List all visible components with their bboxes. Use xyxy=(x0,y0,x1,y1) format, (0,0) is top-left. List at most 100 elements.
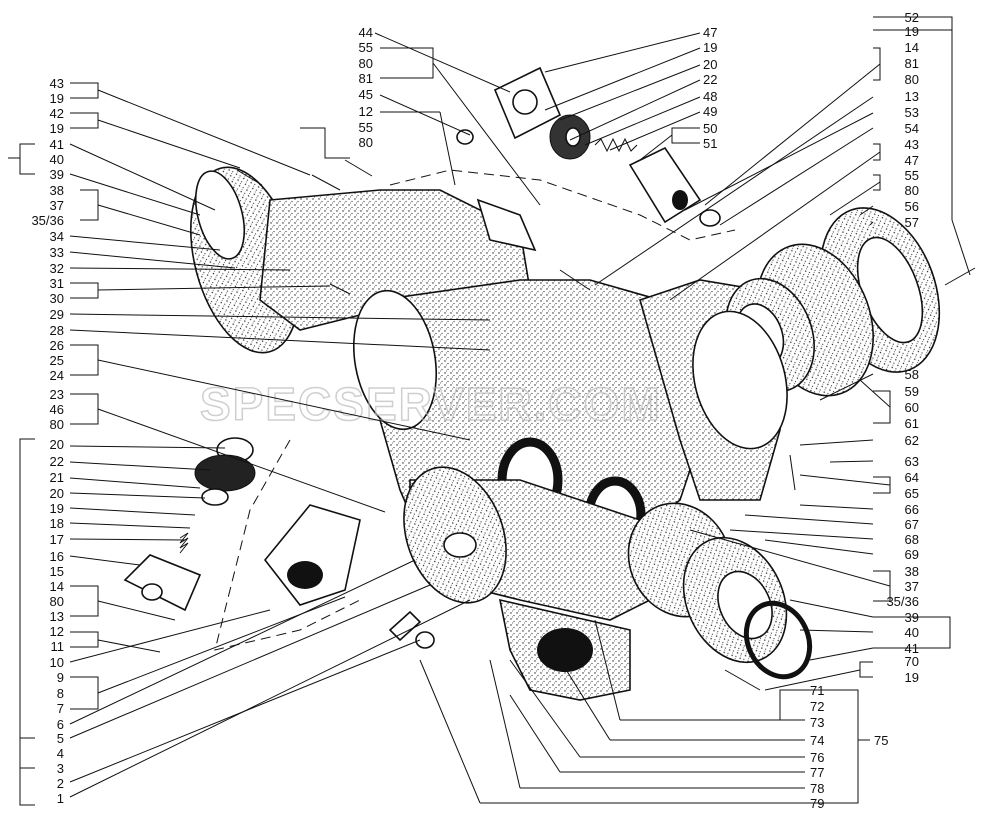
part-label: 55 xyxy=(359,120,373,135)
part-label: 23 xyxy=(50,387,64,402)
part-label: 19 xyxy=(905,24,919,39)
part-label: 55 xyxy=(905,168,919,183)
part-label: 75 xyxy=(874,733,888,748)
part-label: 19 xyxy=(50,91,64,106)
part-label: 76 xyxy=(810,750,824,765)
part-label: 13 xyxy=(905,89,919,104)
part-label: 25 xyxy=(50,353,64,368)
part-label: 24 xyxy=(50,368,64,383)
leader-lines xyxy=(8,16,971,806)
part-label: 71 xyxy=(810,683,824,698)
part-label: 33 xyxy=(50,245,64,260)
part-label: 47 xyxy=(905,153,919,168)
part-label: 40 xyxy=(50,152,64,167)
part-label: 10 xyxy=(50,655,64,670)
part-label: 69 xyxy=(905,547,919,562)
part-label: 16 xyxy=(50,549,64,564)
part-label: 38 xyxy=(50,183,64,198)
part-label: 37 xyxy=(905,579,919,594)
part-label: 65 xyxy=(905,486,919,501)
right-labels: 5219148180135354434755805657585960616263… xyxy=(886,10,919,685)
part-label: 40 xyxy=(905,625,919,640)
part-label: 57 xyxy=(905,215,919,230)
part-label: 53 xyxy=(905,105,919,120)
part-label: 18 xyxy=(50,516,64,531)
part-label: 52 xyxy=(905,10,919,25)
side-bore xyxy=(352,289,438,431)
part-label: 77 xyxy=(810,765,824,780)
cover-plug xyxy=(456,129,474,145)
part-label: 19 xyxy=(50,121,64,136)
part-label: 39 xyxy=(50,167,64,182)
part-label: 15 xyxy=(50,564,64,579)
part-label: 45 xyxy=(359,87,373,102)
part-label: 72 xyxy=(810,699,824,714)
part-label: 30 xyxy=(50,291,64,306)
diaphragm-21 xyxy=(194,454,256,492)
part-label: 81 xyxy=(359,71,373,86)
part-label: 59 xyxy=(905,384,919,399)
part-label: 58 xyxy=(905,367,919,382)
part-label: 17 xyxy=(50,532,64,547)
part-label: 46 xyxy=(50,402,64,417)
part-label: 80 xyxy=(359,56,373,71)
part-label: 14 xyxy=(905,40,919,55)
part-label: 19 xyxy=(50,501,64,516)
part-label: 79 xyxy=(810,796,824,811)
part-label: 74 xyxy=(810,733,824,748)
part-label: 28 xyxy=(50,323,64,338)
part-label: 62 xyxy=(905,433,919,448)
part-label: 68 xyxy=(905,532,919,547)
part-label: 3 xyxy=(57,761,64,776)
part-label: 21 xyxy=(50,470,64,485)
part-label: 35/36 xyxy=(886,594,919,609)
part-label: 64 xyxy=(905,470,919,485)
part-label: 41 xyxy=(905,641,919,656)
part-label: 80 xyxy=(359,135,373,150)
part-label: 35/36 xyxy=(31,213,64,228)
part-label: 61 xyxy=(905,416,919,431)
part-label: 31 xyxy=(50,276,64,291)
watermark: SPECSERVER.COM xyxy=(200,378,662,430)
fitting-2 xyxy=(388,610,422,642)
part-label: 4 xyxy=(57,746,64,761)
bolts xyxy=(236,159,976,691)
part-label: 80 xyxy=(50,594,64,609)
left-seal xyxy=(194,170,246,260)
part-label: 1 xyxy=(57,791,64,806)
part-label: 55 xyxy=(359,40,373,55)
part-label: 41 xyxy=(50,137,64,152)
part-label: 43 xyxy=(50,76,64,91)
part-label: 29 xyxy=(50,307,64,322)
part-label: 32 xyxy=(50,261,64,276)
part-label: 66 xyxy=(905,502,919,517)
part-label: 22 xyxy=(703,72,717,87)
part-label: 8 xyxy=(57,686,64,701)
o-ring xyxy=(699,209,721,227)
part-label: 12 xyxy=(359,104,373,119)
part-label: 42 xyxy=(50,106,64,121)
part-label: 51 xyxy=(703,136,717,151)
part-label: 80 xyxy=(905,183,919,198)
left-labels: 43194219414039383735/3634333231302928262… xyxy=(31,76,64,806)
axle-housing-drawing xyxy=(123,66,976,701)
part-label: 44 xyxy=(359,25,373,40)
part-label: 60 xyxy=(905,400,919,415)
part-label: 48 xyxy=(703,89,717,104)
part-label: 78 xyxy=(810,781,824,796)
part-label: 5 xyxy=(57,731,64,746)
part-label: 34 xyxy=(50,229,64,244)
part-label: 26 xyxy=(50,338,64,353)
part-label: 6 xyxy=(57,717,64,732)
part-label: 70 xyxy=(905,654,919,669)
part-label: 73 xyxy=(810,715,824,730)
part-label: 12 xyxy=(50,624,64,639)
lower-valve-body xyxy=(263,504,361,606)
part-label: 39 xyxy=(905,610,919,625)
part-label: 22 xyxy=(50,454,64,469)
part-label: 20 xyxy=(50,437,64,452)
part-label: 63 xyxy=(905,454,919,469)
part-label: 80 xyxy=(50,417,64,432)
part-label: 20 xyxy=(703,57,717,72)
